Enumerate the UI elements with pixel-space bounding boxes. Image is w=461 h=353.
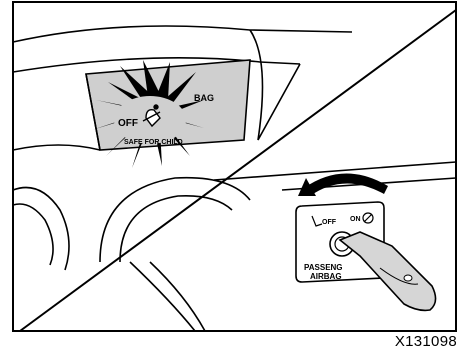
indicator-airbag-partial-label: BAG <box>194 93 214 103</box>
dash-top-line <box>13 26 352 42</box>
right-vent <box>100 178 250 262</box>
left-vent <box>13 188 69 271</box>
switch-passenger-label: PASSENG <box>304 263 343 272</box>
switch-airbag-label: AIRBAG <box>310 272 342 281</box>
switch-on-label: ON <box>350 216 361 223</box>
console-edge <box>13 145 100 150</box>
switch-off-label: OFF <box>322 219 337 226</box>
figure-code: X131098 <box>395 333 457 350</box>
dashboard-view <box>13 26 352 331</box>
indicator-safe-for-child-label: SAFE FOR CHILD <box>124 139 183 146</box>
steering-line <box>130 262 195 331</box>
fascia-curve <box>250 30 300 140</box>
indicator-off-label: OFF <box>118 118 138 129</box>
rotation-arrow <box>298 173 388 196</box>
